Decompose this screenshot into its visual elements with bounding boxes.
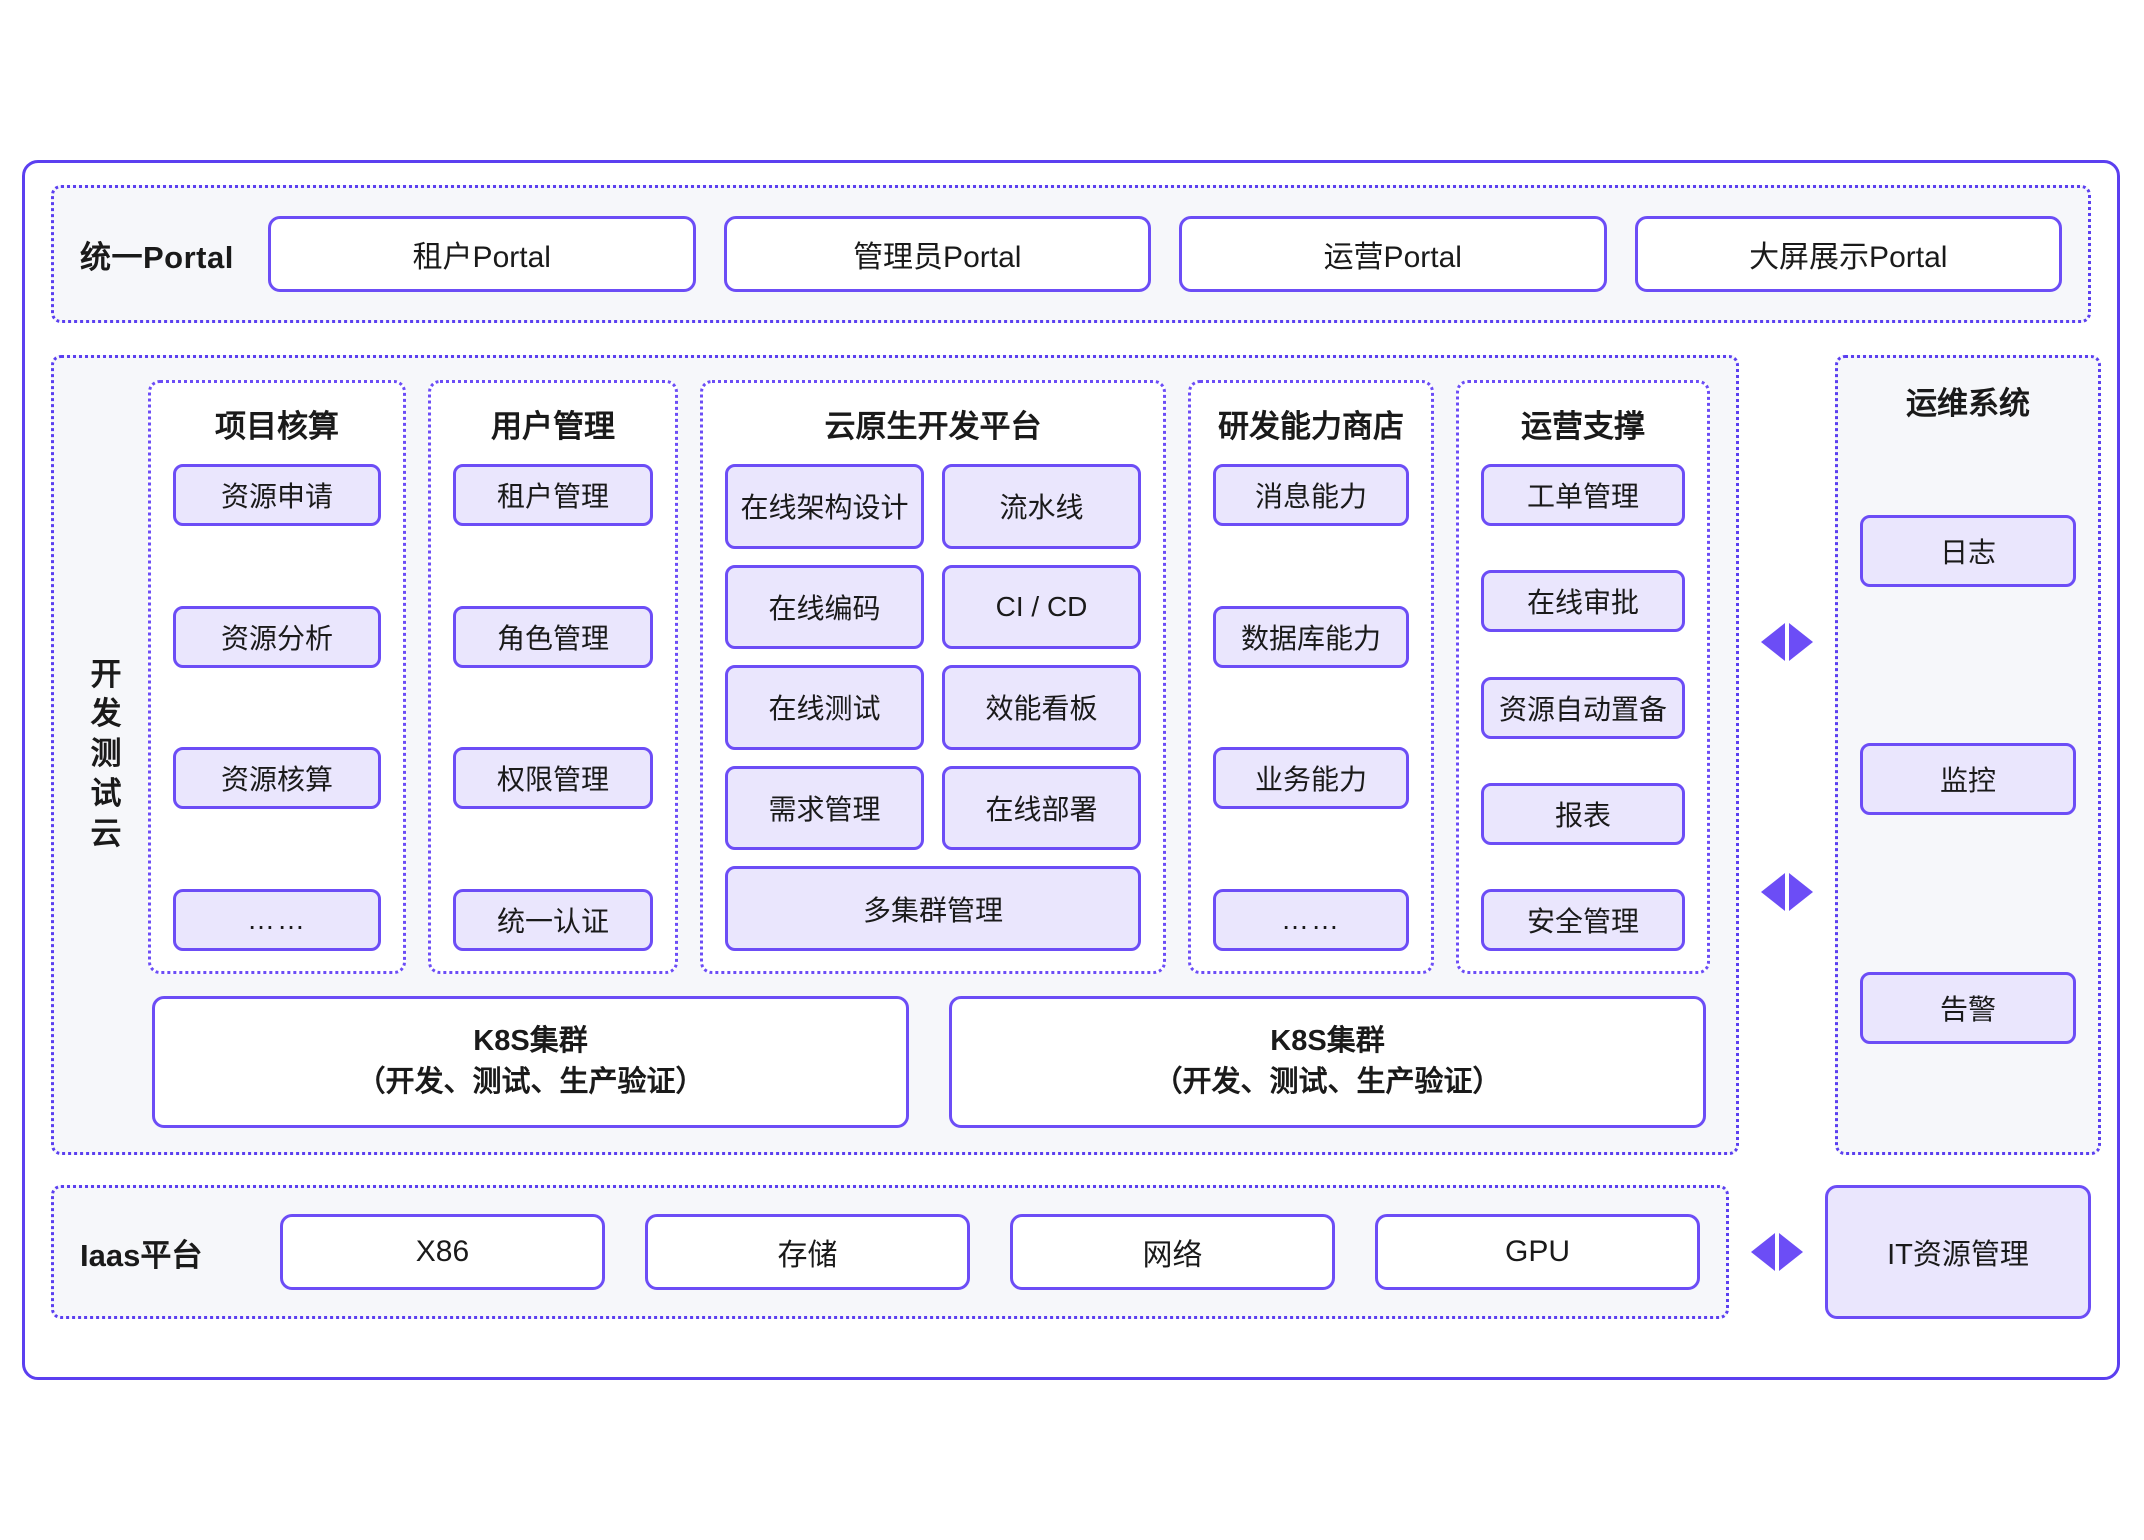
k8s-cluster-subtitle-1: （开发、测试、生产验证） <box>356 1066 705 1098</box>
iaas-section: Iaas平台 X86 存储 网络 GPU <box>51 1185 1729 1319</box>
arrow-left-triangle-icon <box>1751 1233 1775 1271</box>
iaas-row-wrapper: Iaas平台 X86 存储 网络 GPU IT资源管理 <box>51 1185 2091 1319</box>
bidirectional-arrow-icon-upper <box>1761 623 1813 661</box>
chip-efficiency-dashboard[interactable]: 效能看板 <box>942 665 1141 750</box>
iaas-chip-network[interactable]: 网络 <box>1010 1214 1335 1290</box>
portal-chip-bigscreen[interactable]: 大屏展示Portal <box>1634 216 2062 292</box>
architecture-diagram-frame: 统一Portal 租户Portal 管理员Portal 运营Portal 大屏展… <box>22 160 2120 1380</box>
devtest-ops-connector-column <box>1751 355 1823 1155</box>
arrow-right-triangle-icon <box>1779 1233 1803 1271</box>
chip-pipeline[interactable]: 流水线 <box>942 464 1141 549</box>
group-items-cloud-native-platform: 在线架构设计 流水线 在线编码 CI / CD 在线测试 效能看板 需求管理 在… <box>725 464 1141 951</box>
k8s-cluster-title-2: K8S集群 <box>1270 1024 1385 1057</box>
chip-message-capability[interactable]: 消息能力 <box>1213 464 1409 526</box>
portal-chip-operation[interactable]: 运营Portal <box>1179 216 1607 292</box>
group-items-project-accounting: 资源申请 资源分析 资源核算 …… <box>173 464 381 951</box>
arrow-right-triangle-icon <box>1789 623 1813 661</box>
devtest-cloud-label: 开 发 测 试 云 <box>90 656 122 851</box>
chip-rd-capability-store-more[interactable]: …… <box>1213 888 1409 951</box>
k8s-cluster-title-1: K8S集群 <box>473 1024 588 1057</box>
portal-section-label: 统一Portal <box>80 239 234 275</box>
portal-section: 统一Portal 租户Portal 管理员Portal 运营Portal 大屏展… <box>51 185 2091 323</box>
chip-multi-cluster-management[interactable]: 多集群管理 <box>725 866 1141 951</box>
group-items-user-management: 租户管理 角色管理 权限管理 统一认证 <box>453 464 653 951</box>
group-title-rd-capability-store: 研发能力商店 <box>1218 409 1404 444</box>
chip-role-management[interactable]: 角色管理 <box>453 605 653 668</box>
bidirectional-arrow-icon-iaas <box>1751 1233 1803 1271</box>
chip-ci-cd[interactable]: CI / CD <box>942 564 1141 650</box>
iaas-chip-x86[interactable]: X86 <box>280 1214 605 1290</box>
iaas-chip-gpu[interactable]: GPU <box>1375 1214 1700 1290</box>
group-title-user-management: 用户管理 <box>491 409 615 444</box>
main-body-row: 开 发 测 试 云 项目核算 资源申请 资源分析 资源核算 …… <box>51 355 2101 1155</box>
capability-groups-row: 项目核算 资源申请 资源分析 资源核算 …… 用户管理 租户管理 <box>148 380 1710 974</box>
chip-tenant-management[interactable]: 租户管理 <box>453 464 653 526</box>
chip-monitoring[interactable]: 监控 <box>1860 743 2076 816</box>
portal-chip-admin[interactable]: 管理员Portal <box>723 216 1151 292</box>
it-resource-management-box[interactable]: IT资源管理 <box>1825 1185 2091 1319</box>
ops-system-items: 日志 监控 告警 <box>1860 423 2076 1126</box>
chip-security-management[interactable]: 安全管理 <box>1481 889 1685 951</box>
iaas-chip-storage[interactable]: 存储 <box>645 1214 970 1290</box>
ops-system-title: 运维系统 <box>1906 386 2030 421</box>
devtest-cloud-content: 项目核算 资源申请 资源分析 资源核算 …… 用户管理 租户管理 <box>148 380 1710 1128</box>
chip-business-capability[interactable]: 业务能力 <box>1213 747 1409 810</box>
chip-online-approval[interactable]: 在线审批 <box>1481 570 1685 633</box>
devtest-cloud-section: 开 发 测 试 云 项目核算 资源申请 资源分析 资源核算 …… <box>51 355 1739 1155</box>
chip-online-architecture-design[interactable]: 在线架构设计 <box>725 464 924 549</box>
chip-requirement-management[interactable]: 需求管理 <box>725 765 924 851</box>
group-project-accounting: 项目核算 资源申请 资源分析 资源核算 …… <box>148 380 406 974</box>
k8s-cluster-box-2[interactable]: K8S集群 （开发、测试、生产验证） <box>949 996 1706 1128</box>
chip-resource-application[interactable]: 资源申请 <box>173 464 381 526</box>
group-operation-support: 运营支撑 工单管理 在线审批 资源自动置备 报表 安全管理 <box>1456 380 1710 974</box>
k8s-cluster-box-1[interactable]: K8S集群 （开发、测试、生产验证） <box>152 996 909 1128</box>
chip-resource-analysis[interactable]: 资源分析 <box>173 605 381 668</box>
iaas-section-label: Iaas平台 <box>80 1237 203 1273</box>
chip-project-accounting-more[interactable]: …… <box>173 888 381 951</box>
ops-system-section: 运维系统 日志 监控 告警 <box>1835 355 2101 1155</box>
group-title-project-accounting: 项目核算 <box>215 409 339 444</box>
chip-online-testing[interactable]: 在线测试 <box>725 665 924 750</box>
chip-report[interactable]: 报表 <box>1481 782 1685 845</box>
group-title-operation-support: 运营支撑 <box>1521 409 1645 444</box>
chip-resource-accounting[interactable]: 资源核算 <box>173 747 381 810</box>
group-title-cloud-native-platform: 云原生开发平台 <box>824 409 1042 444</box>
chip-database-capability[interactable]: 数据库能力 <box>1213 605 1409 668</box>
chip-permission-management[interactable]: 权限管理 <box>453 747 653 810</box>
iaas-it-resource-connector <box>1741 1185 1813 1319</box>
chip-ticket-management[interactable]: 工单管理 <box>1481 464 1685 526</box>
chip-unified-authentication[interactable]: 统一认证 <box>453 888 653 951</box>
chip-online-coding[interactable]: 在线编码 <box>725 564 924 650</box>
arrow-right-triangle-icon <box>1789 873 1813 911</box>
group-cloud-native-platform: 云原生开发平台 在线架构设计 流水线 在线编码 CI / CD 在线测试 效能看… <box>700 380 1166 974</box>
k8s-cluster-row: K8S集群 （开发、测试、生产验证） K8S集群 （开发、测试、生产验证） <box>148 996 1710 1128</box>
chip-online-deployment[interactable]: 在线部署 <box>942 765 1141 851</box>
k8s-cluster-subtitle-2: （开发、测试、生产验证） <box>1153 1066 1502 1098</box>
group-items-operation-support: 工单管理 在线审批 资源自动置备 报表 安全管理 <box>1481 464 1685 951</box>
group-items-rd-capability-store: 消息能力 数据库能力 业务能力 …… <box>1213 464 1409 951</box>
arrow-left-triangle-icon <box>1761 623 1785 661</box>
group-rd-capability-store: 研发能力商店 消息能力 数据库能力 业务能力 …… <box>1188 380 1434 974</box>
portal-chip-tenant[interactable]: 租户Portal <box>268 216 696 292</box>
group-user-management: 用户管理 租户管理 角色管理 权限管理 统一认证 <box>428 380 678 974</box>
chip-log[interactable]: 日志 <box>1860 515 2076 588</box>
arrow-left-triangle-icon <box>1761 873 1785 911</box>
chip-alarm[interactable]: 告警 <box>1860 971 2076 1044</box>
bidirectional-arrow-icon-lower <box>1761 873 1813 911</box>
chip-auto-resource-provisioning[interactable]: 资源自动置备 <box>1481 676 1685 739</box>
